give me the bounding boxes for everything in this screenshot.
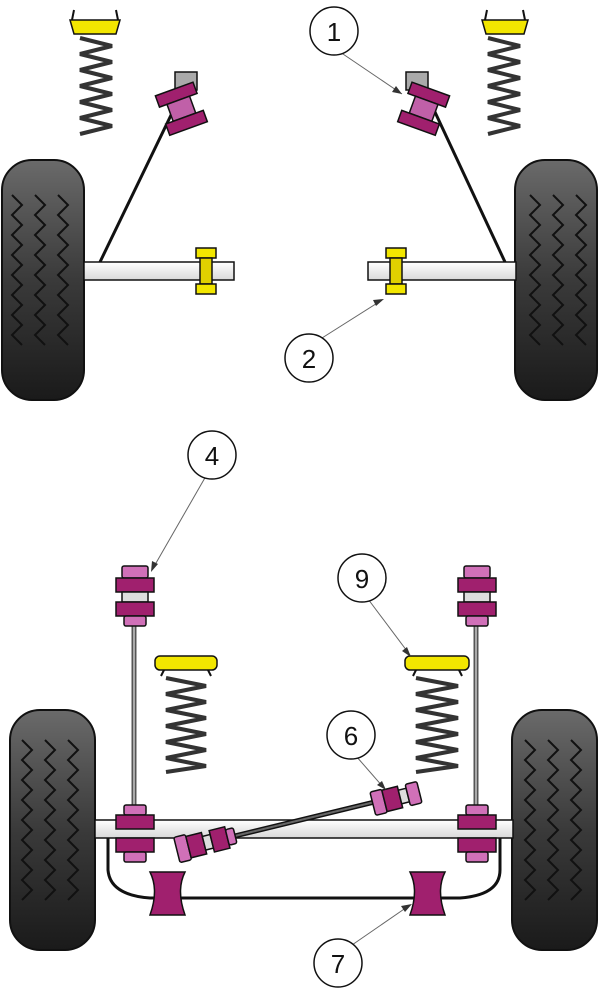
rear-left-spring [154,655,218,774]
callout-label-1: 1 [327,17,341,47]
callout-1: 1 [309,6,403,95]
anti-roll-bar-bush-left [148,871,187,916]
rear-left-drop-link [115,565,155,863]
callout-6: 6 [326,710,386,790]
rear-right-spring [404,655,470,774]
front-suspension [1,9,598,401]
rear-right-drop-link [457,565,497,863]
front-right-tyre [514,159,598,401]
callout-label-2: 2 [302,344,316,374]
rear-beam [94,819,514,839]
panhard-rod-bush-right [369,781,423,816]
anti-roll-bar-bush-right [408,871,447,916]
front-left-arm-bush [154,71,209,137]
callout-9: 9 [337,553,411,657]
panhard-rod-bush-left [173,825,238,863]
callout-label-9: 9 [355,564,369,594]
front-left-spring [69,9,121,136]
rear-suspension [9,565,598,951]
callout-7: 7 [313,904,412,988]
front-right-inner-bush [385,247,407,295]
front-left-inner-bush [195,247,217,295]
callout-4: 4 [151,430,237,572]
front-right-arm-bush [396,71,451,137]
front-right-spring [481,9,529,136]
rear-right-tyre [511,709,598,951]
panhard-rod [209,794,396,845]
anti-roll-bar [106,838,502,900]
callout-label-4: 4 [205,441,219,471]
callout-label-6: 6 [344,721,358,751]
rear-left-tyre [9,709,96,951]
callout-label-7: 7 [331,949,345,979]
callout-2: 2 [284,299,384,383]
front-left-tyre [1,159,85,401]
